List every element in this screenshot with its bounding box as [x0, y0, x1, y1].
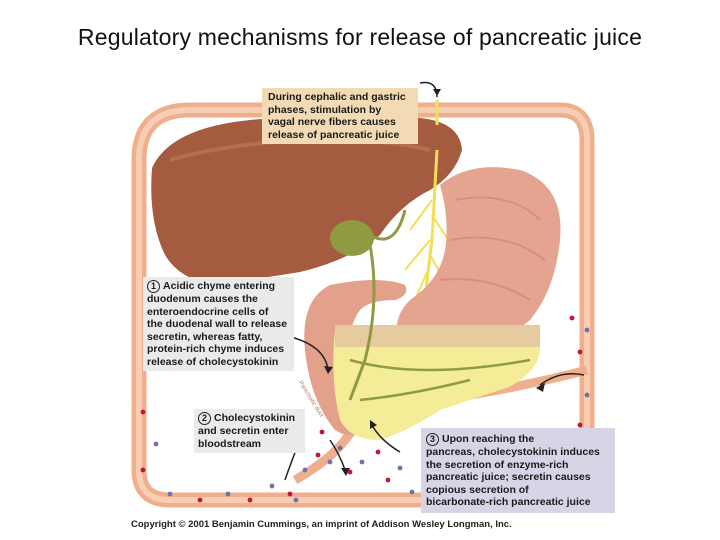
callout-line: Acidic chyme entering	[163, 280, 276, 292]
secretin-dot	[247, 497, 253, 503]
step-number-badge: 2	[198, 412, 211, 425]
callout-line: During cephalic and gastric	[268, 91, 406, 103]
hormone-dots	[140, 315, 590, 503]
cholecystokinin-dot	[397, 465, 403, 471]
secretin-dot	[569, 315, 575, 321]
callout-line: Upon reaching the	[442, 433, 535, 445]
slide-title: Regulatory mechanisms for release of pan…	[77, 24, 643, 50]
callout-line: bicarbonate-rich pancreatic juice	[426, 496, 591, 508]
secretin-dot	[140, 467, 146, 473]
secretin-dot	[140, 409, 146, 415]
callout-line: pancreatic juice; secretin causes	[426, 471, 591, 483]
gallbladder	[330, 209, 407, 401]
callout-line: vagal nerve fibers causes	[268, 116, 396, 128]
callout-line: enteroendocrine cells of	[147, 305, 269, 318]
callout-line: duodenum causes the	[147, 293, 258, 305]
callout-line: phases, stimulation by	[268, 103, 382, 116]
callout-vagal-stimulation: During cephalic and gastric phases, stim…	[262, 88, 418, 144]
secretin-dot	[197, 497, 203, 503]
secretin-dot	[577, 422, 583, 428]
callout-line: release of cholecystokinin	[147, 355, 279, 368]
callout-line: bloodstream	[198, 437, 262, 450]
secretin-dot	[347, 469, 353, 475]
cholecystokinin-dot	[359, 459, 365, 465]
callout-line: and secretin enter	[198, 425, 289, 437]
pancreas	[333, 325, 540, 440]
secretin-dot	[577, 349, 583, 355]
cholecystokinin-dot	[584, 392, 590, 398]
cholecystokinin-dot	[167, 491, 173, 497]
step-number-badge: 1	[147, 280, 160, 293]
secretin-dot	[375, 449, 381, 455]
cholecystokinin-dot	[584, 327, 590, 333]
callout-line: the duodenal wall to release	[147, 318, 288, 330]
cholecystokinin-dot	[409, 489, 415, 495]
cholecystokinin-dot	[269, 483, 275, 489]
secretin-dot	[319, 429, 325, 435]
callout-line: protein-rich chyme induces	[147, 343, 285, 355]
callout-line: copious secretion of	[426, 483, 529, 496]
secretin-dot	[315, 452, 321, 458]
cholecystokinin-dot	[302, 467, 308, 473]
stomach	[396, 167, 561, 345]
cholecystokinin-dot	[293, 497, 299, 503]
cholecystokinin-dot	[327, 459, 333, 465]
callout-line: the secretion of enzyme-rich	[426, 458, 569, 471]
secretin-dot	[287, 491, 293, 497]
callout-line: secretin, whereas fatty,	[147, 330, 263, 343]
cholecystokinin-dot	[337, 445, 343, 451]
secretin-dot	[385, 477, 391, 483]
flow-arrows	[284, 335, 585, 481]
callout-line: Cholecystokinin	[214, 412, 296, 424]
duodenum	[304, 280, 407, 435]
callout-line: pancreas, cholecystokinin induces	[426, 446, 600, 458]
step-number-badge: 3	[426, 433, 439, 446]
callout-line: release of pancreatic juice	[268, 128, 400, 141]
cholecystokinin-dot	[153, 441, 159, 447]
cholecystokinin-dot	[225, 491, 231, 497]
copyright-notice: Copyright © 2001 Benjamin Cummings, an i…	[131, 519, 512, 530]
